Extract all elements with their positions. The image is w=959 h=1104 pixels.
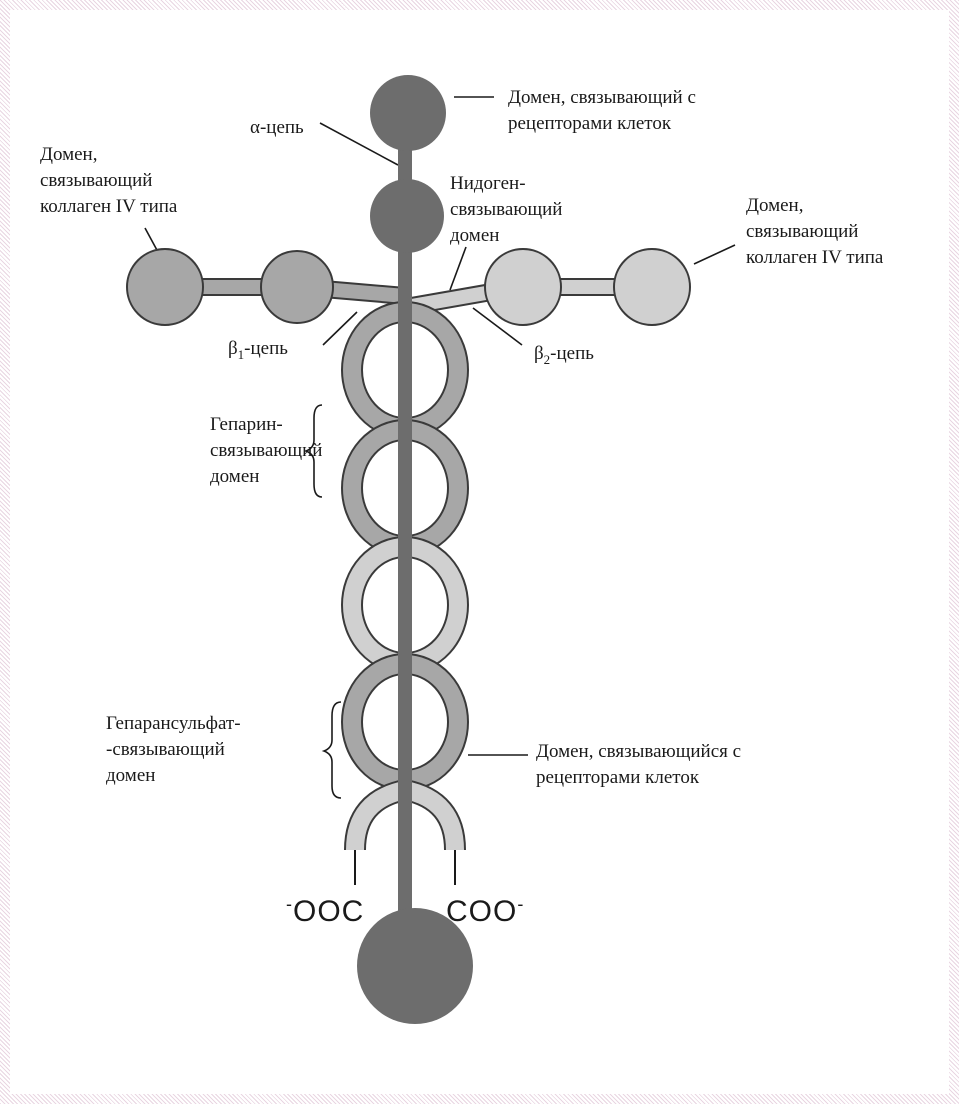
label-top-domain-line1: Домен, связывающий с [508, 86, 696, 110]
label-heparin-line2: связывающий [210, 439, 322, 463]
beta1-chain [127, 249, 405, 325]
left-terminus-charge: - [286, 894, 293, 914]
label-left-collagen-line1: Домен, [40, 143, 97, 167]
label-beta2-chain: β2-цепь [534, 342, 594, 372]
label-alpha-chain: α-цепь [250, 116, 304, 140]
leader-left-collagen [145, 228, 158, 252]
label-left-collagen-line2: связывающий [40, 169, 152, 193]
left-terminus-text: OOC [293, 895, 364, 928]
label-heparansulfate-line2: -связывающий [106, 738, 225, 762]
beta1-symbol: β [228, 338, 238, 359]
alpha-receptor-domain-top [370, 75, 446, 151]
label-heparansulfate-line1: Гепарансульфат- [106, 712, 241, 736]
label-top-domain-line2: рецепторами клеток [508, 112, 671, 136]
label-left-terminus: -OOC [286, 888, 364, 928]
label-heparin-line1: Гепарин- [210, 413, 283, 437]
beta2-chain [400, 249, 690, 325]
label-heparansulfate-line3: домен [106, 764, 155, 788]
right-terminus-charge: - [517, 894, 524, 914]
label-beta1-chain: β1-цепь [228, 337, 288, 367]
label-nidogen-line1: Нидоген- [450, 172, 526, 196]
label-right-collagen-line1: Домен, [746, 194, 803, 218]
label-bottom-domain-line2: рецепторами клеток [536, 766, 699, 790]
beta2-collagen-domain-outer [614, 249, 690, 325]
leader-nidogen [450, 247, 466, 290]
brace-heparansulfate [324, 702, 341, 798]
label-heparin-line3: домен [210, 465, 259, 489]
leader-right-collagen [694, 245, 735, 264]
beta2-symbol: β [534, 343, 544, 364]
beta1-collagen-domain-inner [261, 251, 333, 323]
label-right-terminus: COO- [446, 888, 524, 928]
label-nidogen-line2: связывающий [450, 198, 562, 222]
beta1-collagen-domain-outer [127, 249, 203, 325]
label-left-collagen-line3: коллаген IV типа [40, 195, 177, 219]
beta2-collagen-domain-inner [485, 249, 561, 325]
beta1-suffix: -цепь [244, 338, 288, 359]
right-terminus-text: COO [446, 895, 517, 928]
label-bottom-domain-line1: Домен, связывающийся с [536, 740, 741, 764]
label-nidogen-line3: домен [450, 224, 499, 248]
label-right-collagen-line2: связывающий [746, 220, 858, 244]
alpha-nidogen-domain [370, 179, 444, 253]
label-right-collagen-line3: коллаген IV типа [746, 246, 883, 270]
beta2-suffix: -цепь [550, 343, 594, 364]
